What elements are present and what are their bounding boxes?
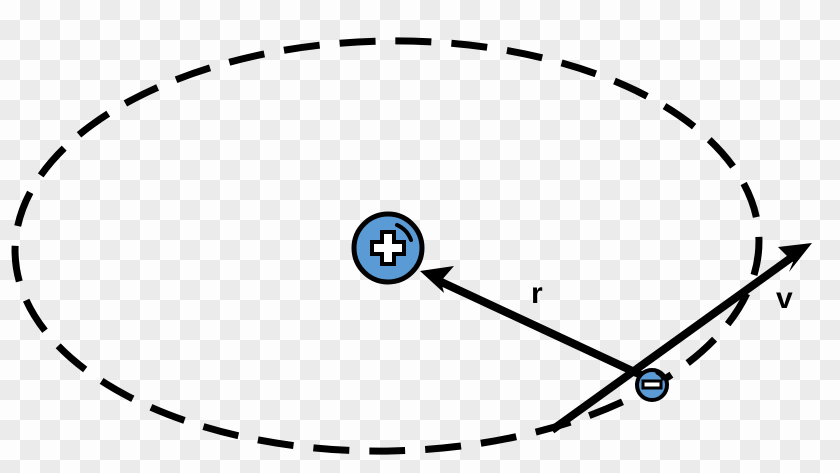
radius-vector-label: r: [531, 277, 543, 310]
nucleus: [351, 211, 425, 285]
radius-vector: [420, 266, 643, 379]
electron-highlight-icon: [655, 371, 665, 381]
velocity-vector-arrowhead: [778, 243, 812, 272]
electron: [635, 368, 669, 402]
velocity-vector: [549, 243, 812, 434]
plus-icon: [370, 230, 406, 266]
velocity-vector-label: v: [776, 282, 793, 315]
radius-vector-shaft: [435, 276, 643, 379]
velocity-vector-shaft: [549, 251, 798, 434]
radius-vector-arrowhead: [420, 266, 454, 293]
minus-icon: [641, 379, 663, 390]
electron-orbit-path: [11, 37, 763, 455]
nucleus-highlight-icon: [395, 223, 413, 242]
